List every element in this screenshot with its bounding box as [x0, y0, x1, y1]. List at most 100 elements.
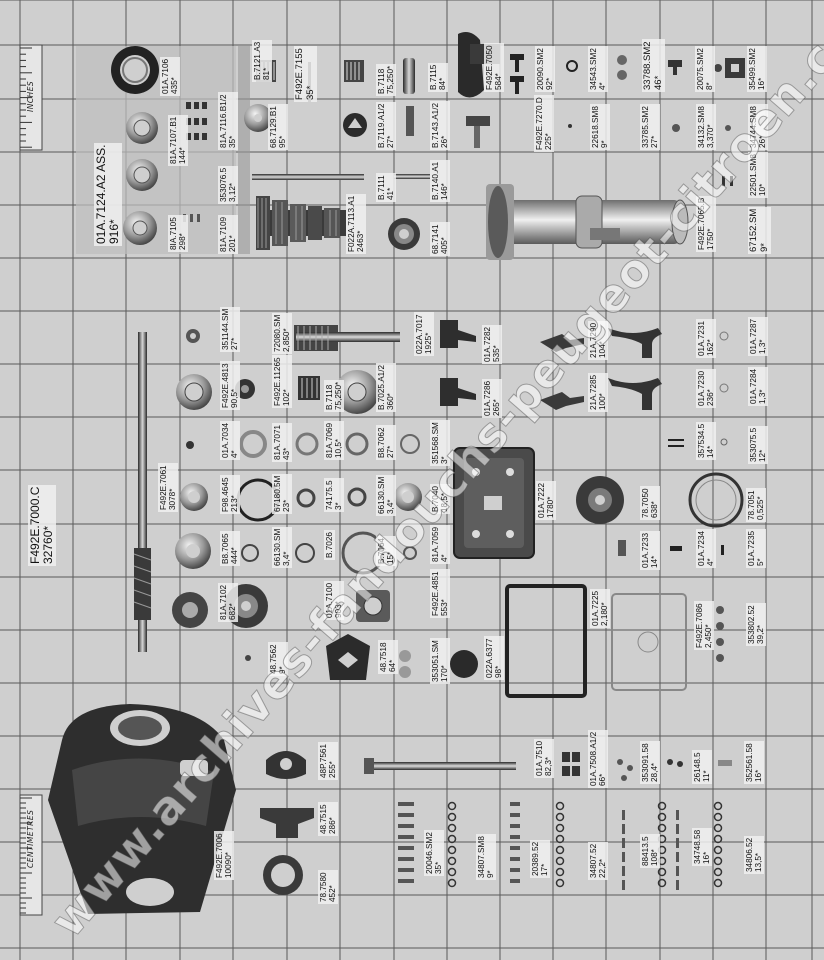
- bolt: [398, 835, 408, 839]
- fork-bracket: [458, 32, 484, 98]
- washer: [713, 834, 723, 844]
- part-label: F492E.7155 35*: [294, 46, 317, 102]
- stud: [622, 852, 625, 862]
- part-label: 34807.SM8 9*: [476, 834, 496, 880]
- part-label: 81A.7102 682*: [218, 582, 238, 622]
- part-label: F492E.11265 102*: [272, 355, 292, 408]
- part-label: B.7143.A1/2 26*: [430, 100, 450, 150]
- washer: [447, 823, 457, 833]
- part-label: F492E.4851 553*: [430, 569, 450, 618]
- part-label: 8IA.7105 298*: [168, 215, 188, 252]
- washer: [657, 823, 667, 833]
- mainshaft: [133, 332, 152, 652]
- part-label: 34748.58 16*: [692, 827, 712, 866]
- part-label: 81A.7071 43*: [272, 422, 292, 462]
- part-label: 34807.52 22,2*: [588, 841, 608, 880]
- gear-cluster: [256, 196, 346, 250]
- part-label: 67180.5M 23*: [272, 473, 292, 514]
- part-label: 21A.7285 100*: [588, 372, 608, 412]
- washer: [657, 812, 667, 822]
- washer: [555, 856, 565, 866]
- washer: [555, 812, 565, 822]
- washer: [713, 823, 723, 833]
- part-label: 01A.7230 236*: [696, 368, 716, 408]
- selector-fork: [608, 328, 662, 358]
- part-label: 20075.SM2 8*: [695, 46, 715, 92]
- washer: [713, 867, 723, 877]
- bolt: [404, 813, 414, 817]
- part-label: 351144.SM 27*: [220, 306, 240, 352]
- centimetre-ruler: [19, 794, 43, 916]
- part-label: 74175.5 3*: [324, 478, 344, 512]
- part-label: F492E.7086 2,450*: [694, 601, 714, 650]
- part-label: 78.7051 0,525*: [746, 488, 766, 522]
- layshaft-pin: [252, 174, 364, 180]
- part-label: 88413.5 108*: [640, 834, 660, 868]
- stud: [676, 866, 679, 876]
- part-label: 01A.7231 162*: [696, 318, 716, 358]
- part-label: B.7119.A1/2 27*: [376, 101, 396, 150]
- washer: [447, 856, 457, 866]
- assembly-label: 01A.7124.A2 ASS. 916*: [94, 142, 122, 246]
- part-label: B.7121.A3 81*: [252, 39, 272, 82]
- part-label: B.7115 84*: [428, 62, 448, 92]
- washer: [713, 812, 723, 822]
- washer: [447, 867, 457, 877]
- part-label: 01A.7284 1,3*: [748, 366, 768, 406]
- part-label: 01A.7225 2,180*: [590, 588, 610, 628]
- part-label: 01A.7282 535*: [482, 324, 502, 364]
- part-label: B8.7062 27*: [376, 425, 396, 460]
- washer: [447, 834, 457, 844]
- bolt: [398, 813, 408, 817]
- part-label: 34806.52 13,5*: [744, 835, 764, 874]
- washer: [713, 856, 723, 866]
- bolt: [404, 868, 414, 872]
- part-label: 34543.SM2 4*: [588, 46, 608, 92]
- bolt: [398, 868, 408, 872]
- part-label: 01A.7233 14*: [640, 530, 660, 570]
- part-label: F022A.7113.A1 2463*: [346, 193, 366, 254]
- part-label: 01A.7034 4*: [220, 420, 240, 460]
- part-label: 72080.SM 2,850*: [272, 312, 292, 354]
- pin: [403, 58, 415, 94]
- part-label: B.7118 75,250*: [376, 63, 396, 96]
- part-label: B.7025.A1/2 360*: [376, 362, 396, 412]
- bolt: [404, 824, 414, 828]
- part-label: 81A.7069 10,5*: [324, 420, 344, 460]
- part-label: B.7118 75,250*: [324, 379, 344, 412]
- washer: [713, 878, 723, 888]
- bolt: [398, 802, 408, 806]
- part-label: B.7111 41*: [376, 173, 396, 202]
- main-assembly-label: F492E.7000.C 32760*: [28, 484, 56, 566]
- bolt: [398, 879, 408, 883]
- bolt: [510, 824, 520, 828]
- part-label: 353075.5 12*: [748, 425, 768, 464]
- bolt: [404, 879, 414, 883]
- stud: [676, 852, 679, 862]
- part-label: 78.7580 452*: [318, 870, 338, 904]
- stud: [622, 880, 625, 890]
- part-label: 01A.7234 4*: [696, 528, 716, 568]
- selector-housing: [486, 184, 689, 260]
- part-label: 01A.7510 82,3*: [534, 738, 554, 778]
- bolt: [510, 868, 520, 872]
- bolt: [510, 813, 520, 817]
- part-label: 20046.SM2 35*: [424, 830, 444, 876]
- part-label: 78.7050 638*: [640, 486, 660, 520]
- part-label: 48.7518 64*: [378, 640, 398, 674]
- part-label: 01A.7287 1,3*: [748, 316, 768, 356]
- washer: [713, 801, 723, 811]
- stud: [676, 838, 679, 848]
- washer: [555, 867, 565, 877]
- part-label: 357534.5 14*: [696, 421, 716, 460]
- stud: [622, 838, 625, 848]
- part-label: 22618.SM8 9*: [590, 104, 610, 150]
- bolt: [510, 846, 520, 850]
- long-bolt: [368, 762, 516, 770]
- washer: [555, 823, 565, 833]
- part-label: F492E.7061 3078*: [158, 463, 178, 512]
- stud: [622, 824, 625, 834]
- part-label: 33785.SM2 27*: [640, 104, 660, 150]
